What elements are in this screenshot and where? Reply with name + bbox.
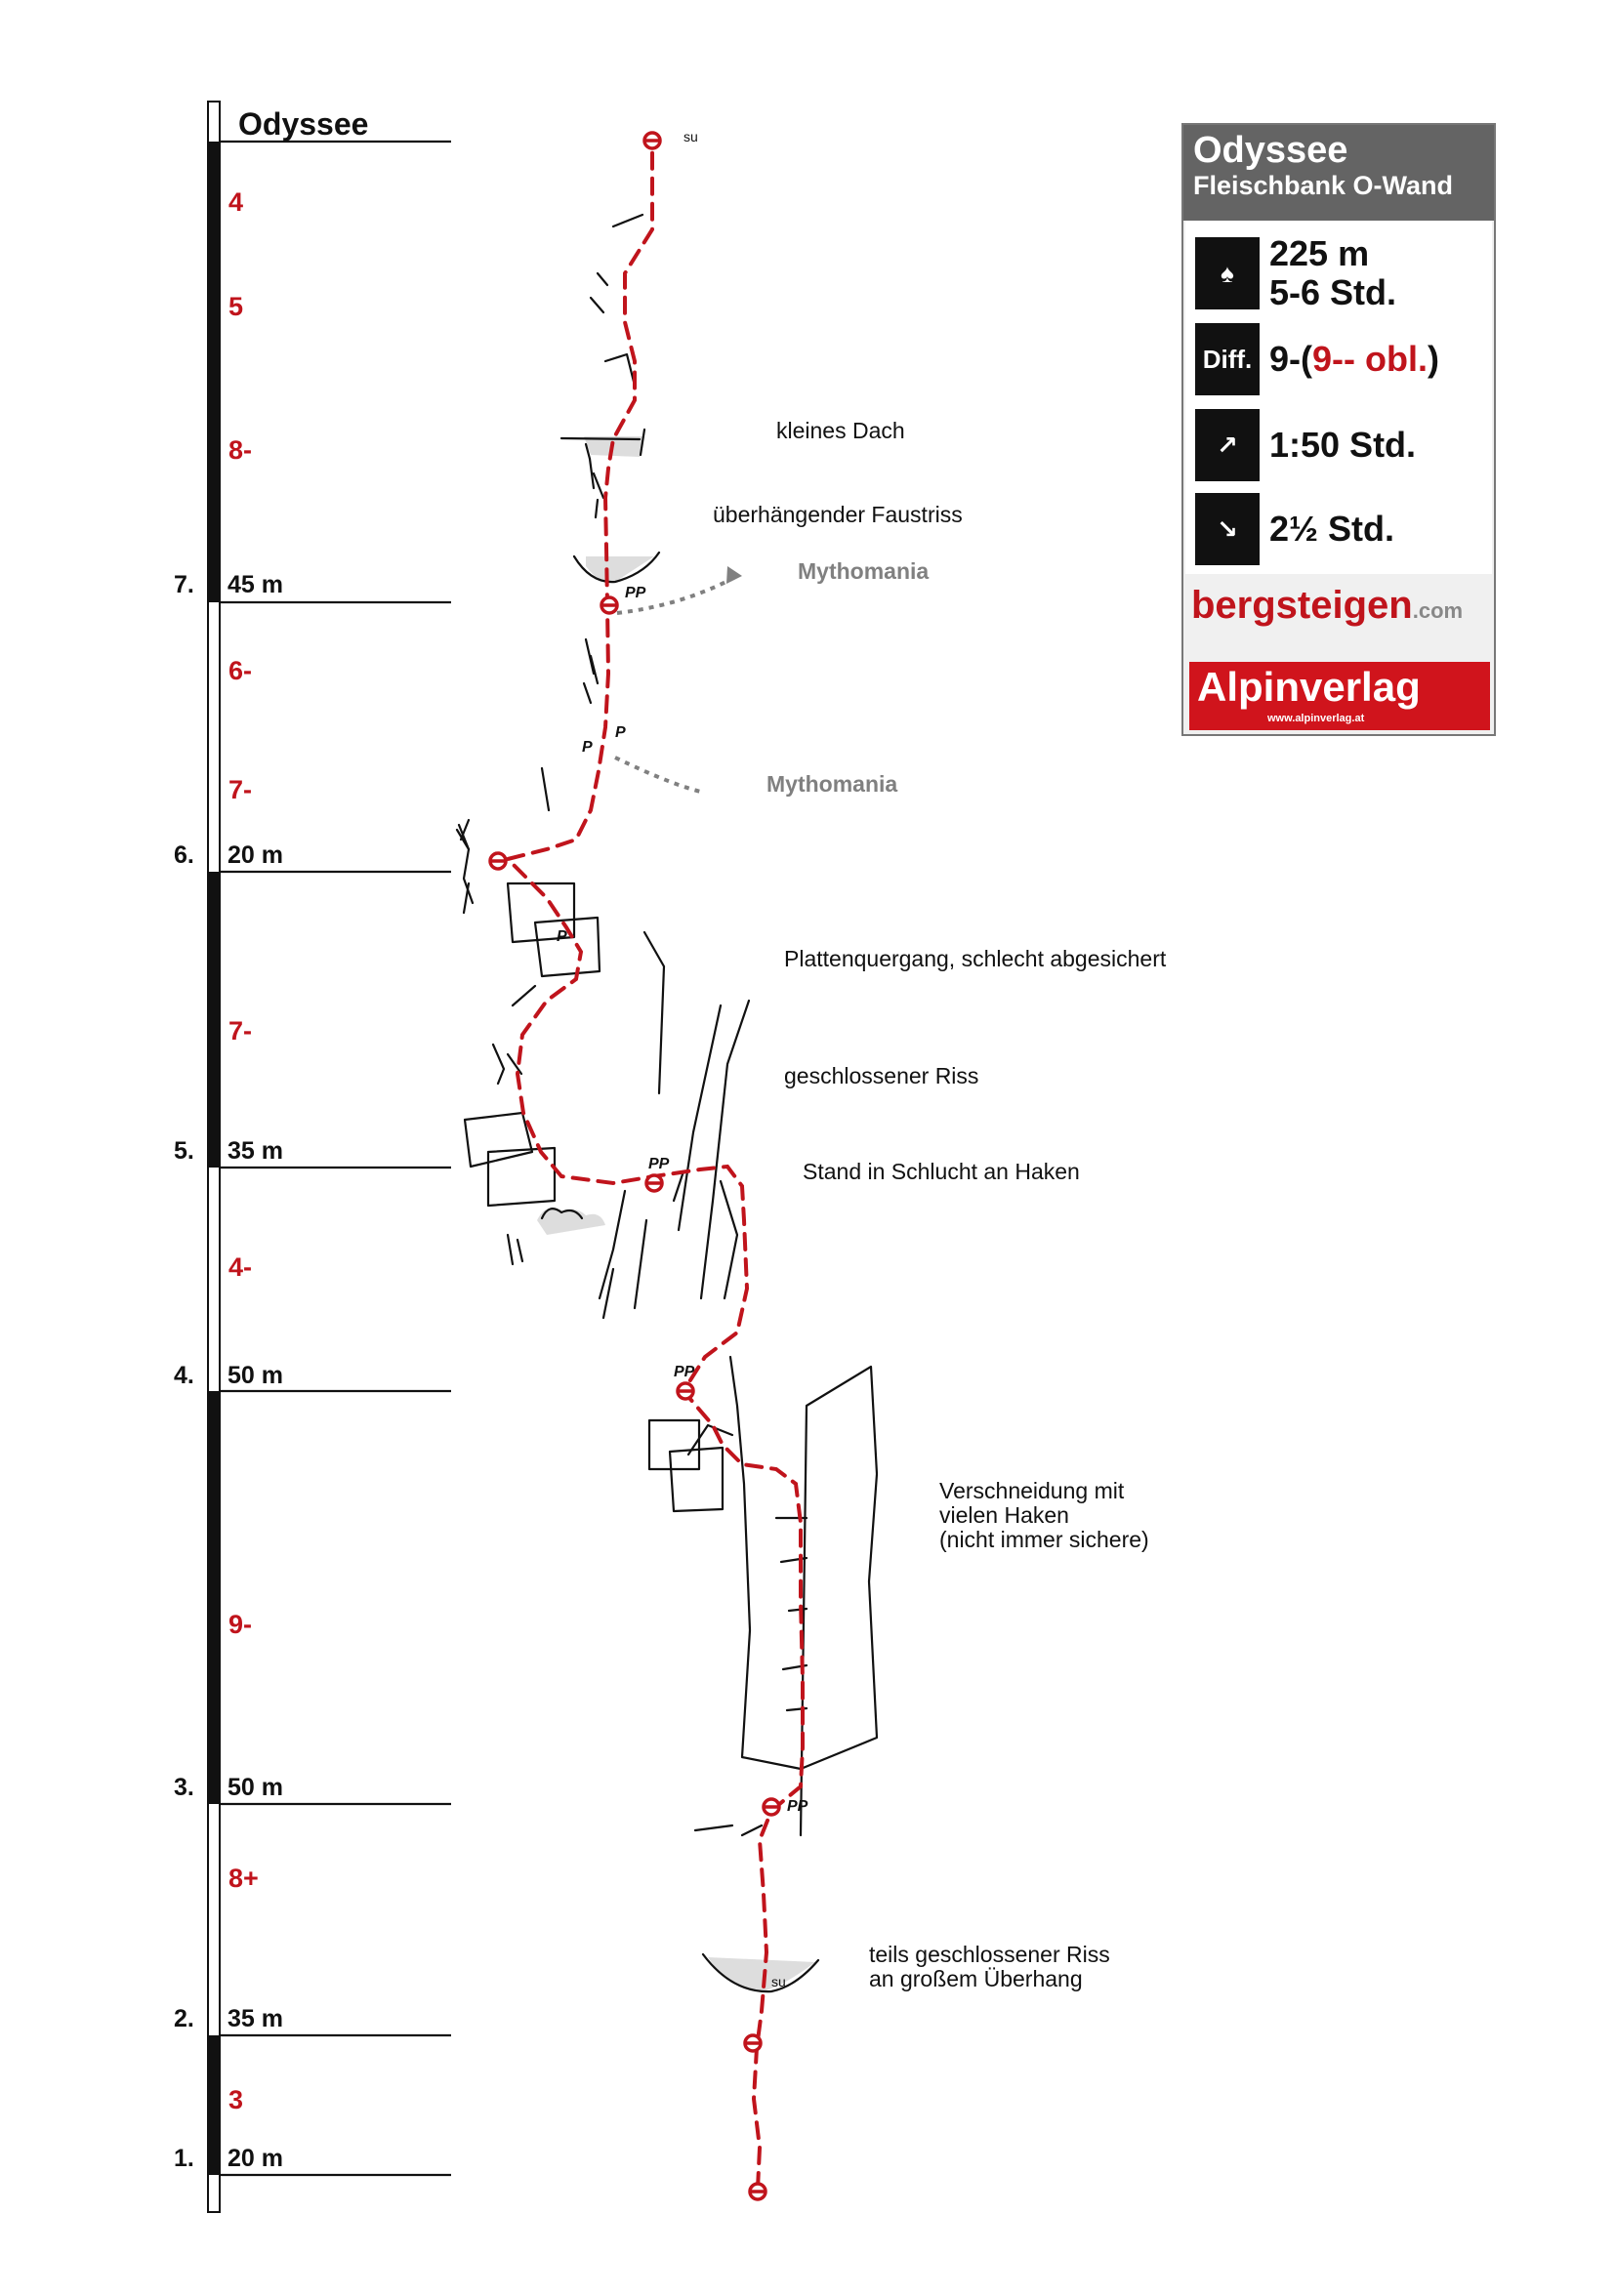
pitch-bar-segments	[208, 142, 220, 2175]
label-stand-schlucht: Stand in Schlucht an Haken	[803, 1159, 1080, 1184]
pitch-number-5: 5.	[174, 1137, 194, 1165]
belay-5	[644, 1173, 664, 1193]
label-verschneidung-3: (nicht immer sichere)	[939, 1527, 1149, 1552]
grade-top-2: 5	[228, 292, 243, 321]
info-row-difficulty: Diff. 9-(9-- obl.)	[1195, 323, 1439, 395]
p-marker-2: P	[615, 724, 626, 741]
grade-pitch-6: 7-	[228, 775, 252, 804]
approach-hiker-icon: ↗	[1195, 409, 1260, 481]
pitch-lengths: 45 m 20 m 35 m 50 m 50 m 35 m 20 m	[228, 571, 283, 2172]
pp-marker-4: PP	[674, 1364, 695, 1380]
mythomania-route-upper	[616, 574, 738, 615]
pp-marker-3: PP	[787, 1798, 808, 1815]
pitch-number-4: 4.	[174, 1362, 194, 1389]
belay-4	[676, 1381, 695, 1401]
pitch-length-6: 20 m	[228, 841, 283, 869]
descent-hiker-icon: ↘	[1195, 493, 1260, 565]
pitch-number-1: 1.	[174, 2145, 194, 2172]
label-faustriss: überhängender Faustriss	[713, 502, 963, 527]
belay-1	[748, 2182, 767, 2201]
pitch-dividers	[220, 140, 451, 2177]
label-geschlossener-riss: geschlossener Riss	[784, 1063, 978, 1088]
rock-sketch	[455, 213, 879, 1993]
label-verschneidung-1: Verschneidung mit	[939, 1478, 1125, 1503]
label-plattenquergang: Plattenquergang, schlecht abgesichert	[784, 946, 1167, 971]
route-name: Odyssee	[238, 106, 368, 142]
info-row-approach: ↗ 1:50 Std.	[1195, 409, 1416, 481]
pitch-length-3: 50 m	[228, 1774, 283, 1801]
route-info-box: Odyssee Fleischbank O-Wand ♠ 225 m 5-6 S…	[1181, 123, 1496, 736]
bolt-markers: PP P P P PP PP PP	[557, 585, 808, 1815]
pitch-number-7: 7.	[174, 571, 194, 598]
label-kleines-dach: kleines Dach	[776, 418, 905, 443]
info-diff-prefix: 9-(	[1269, 339, 1312, 379]
pitch-length-2: 35 m	[228, 2005, 283, 2032]
pp-marker-top: PP	[625, 585, 646, 601]
info-subtitle: Fleischbank O-Wand	[1193, 171, 1454, 200]
pitch-number-2: 2.	[174, 2005, 194, 2032]
pitch-number-6: 6.	[174, 841, 194, 869]
grade-pitch-5: 7-	[228, 1016, 252, 1046]
belay-3	[762, 1797, 781, 1817]
belays	[488, 131, 781, 2201]
label-teils-1: teils geschlossener Riss	[869, 1942, 1110, 1967]
pitch-grades: 4 5 8- 6- 7- 7- 4- 9- 8+ 3	[228, 187, 259, 2114]
info-approach: 1:50 Std.	[1269, 425, 1417, 465]
grade-pitch-2: 8+	[228, 1864, 259, 1893]
info-descent: 2½ Std.	[1269, 509, 1395, 549]
su-label-top: su	[683, 129, 698, 144]
mythomania-route-upper-arrowhead	[726, 566, 742, 584]
su-label-bottom: su	[771, 1974, 786, 1989]
belay-top	[642, 131, 662, 150]
info-diff-suffix: )	[1427, 339, 1439, 379]
belay-7	[600, 595, 619, 615]
mythomania-route-lower	[614, 756, 706, 795]
grade-pitch-3: 9-	[228, 1610, 252, 1639]
belay-6	[488, 851, 508, 871]
pitch-length-4: 50 m	[228, 1362, 283, 1389]
info-row-descent: ↘ 2½ Std.	[1195, 493, 1394, 565]
alpinverlag-logo: Alpinverlag www.alpinverlag.at	[1189, 662, 1490, 730]
label-teils-2: an großem Überhang	[869, 1966, 1083, 1991]
pitch-length-7: 45 m	[228, 571, 283, 598]
grade-top-3: 8-	[228, 435, 252, 465]
climber-icon: ♠	[1195, 237, 1260, 309]
p-marker-1: P	[582, 739, 593, 756]
grade-top-1: 4	[228, 187, 243, 217]
pitch-number-3: 3.	[174, 1774, 194, 1801]
pitch-length-1: 20 m	[228, 2145, 283, 2172]
info-row-length: ♠ 225 m 5-6 Std.	[1195, 234, 1396, 312]
info-diff-obl: 9-- obl.	[1312, 339, 1428, 379]
info-time: 5-6 Std.	[1269, 272, 1397, 312]
label-verschneidung-2: vielen Haken	[939, 1502, 1069, 1528]
pitch-length-5: 35 m	[228, 1137, 283, 1165]
p-marker-3: P	[557, 928, 567, 945]
label-mythomania-lower: Mythomania	[766, 771, 897, 797]
info-length: 225 m	[1269, 233, 1370, 273]
main-route-line	[504, 140, 805, 2191]
bergsteigen-logo: bergsteigen.com	[1191, 584, 1464, 627]
grade-pitch-4: 4-	[228, 1252, 252, 1282]
pp-marker-5: PP	[648, 1156, 670, 1172]
info-body: ♠ 225 m 5-6 Std. Diff. 9-(9-- obl.) ↗ 1:…	[1185, 221, 1492, 574]
grade-pitch-7: 6-	[228, 656, 252, 685]
annotations: su su kleines Dach überhängender Faustri…	[683, 129, 1167, 1991]
label-mythomania-upper: Mythomania	[798, 558, 929, 584]
info-title: Odyssee	[1193, 130, 1348, 171]
pitch-numbers: 7. 6. 5. 4. 3. 2. 1.	[174, 571, 194, 2172]
belay-2	[743, 2033, 763, 2053]
grade-pitch-1: 3	[228, 2085, 243, 2114]
info-header: Odyssee Fleischbank O-Wand	[1183, 125, 1494, 221]
diff-icon: Diff.	[1195, 323, 1260, 395]
